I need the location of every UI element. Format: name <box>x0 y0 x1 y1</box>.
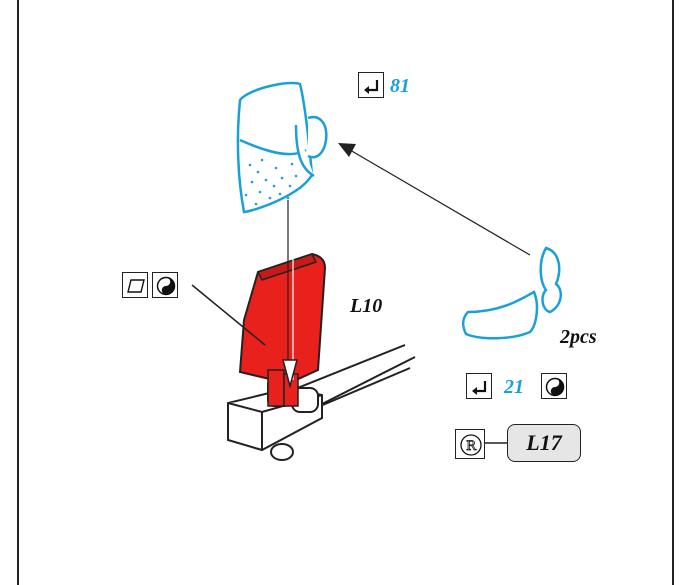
cushion-texture <box>244 158 302 206</box>
page-frame-left <box>17 0 19 585</box>
step-number-81: 81 <box>390 75 410 97</box>
registered-r-icon: R <box>455 429 485 459</box>
leader-line-seatback <box>191 284 266 346</box>
quantity-label: 2pcs <box>560 326 597 348</box>
parallelogram-sand-icon <box>122 272 148 298</box>
assembly-arrows <box>282 143 531 389</box>
page-frame-right <box>672 0 674 585</box>
part-label-L10: L10 <box>350 295 383 317</box>
red-seatback <box>238 252 327 407</box>
part-label-L17: L17 <box>507 424 581 462</box>
return-arrow-icon <box>466 373 492 399</box>
blue-small-parts <box>462 246 563 340</box>
step-number-21: 21 <box>504 376 524 398</box>
return-arrow-icon <box>358 72 384 98</box>
svg-text:R: R <box>466 439 477 454</box>
blue-cushion <box>236 81 328 214</box>
yin-yang-icon <box>152 272 178 298</box>
yin-yang-icon <box>541 373 567 399</box>
